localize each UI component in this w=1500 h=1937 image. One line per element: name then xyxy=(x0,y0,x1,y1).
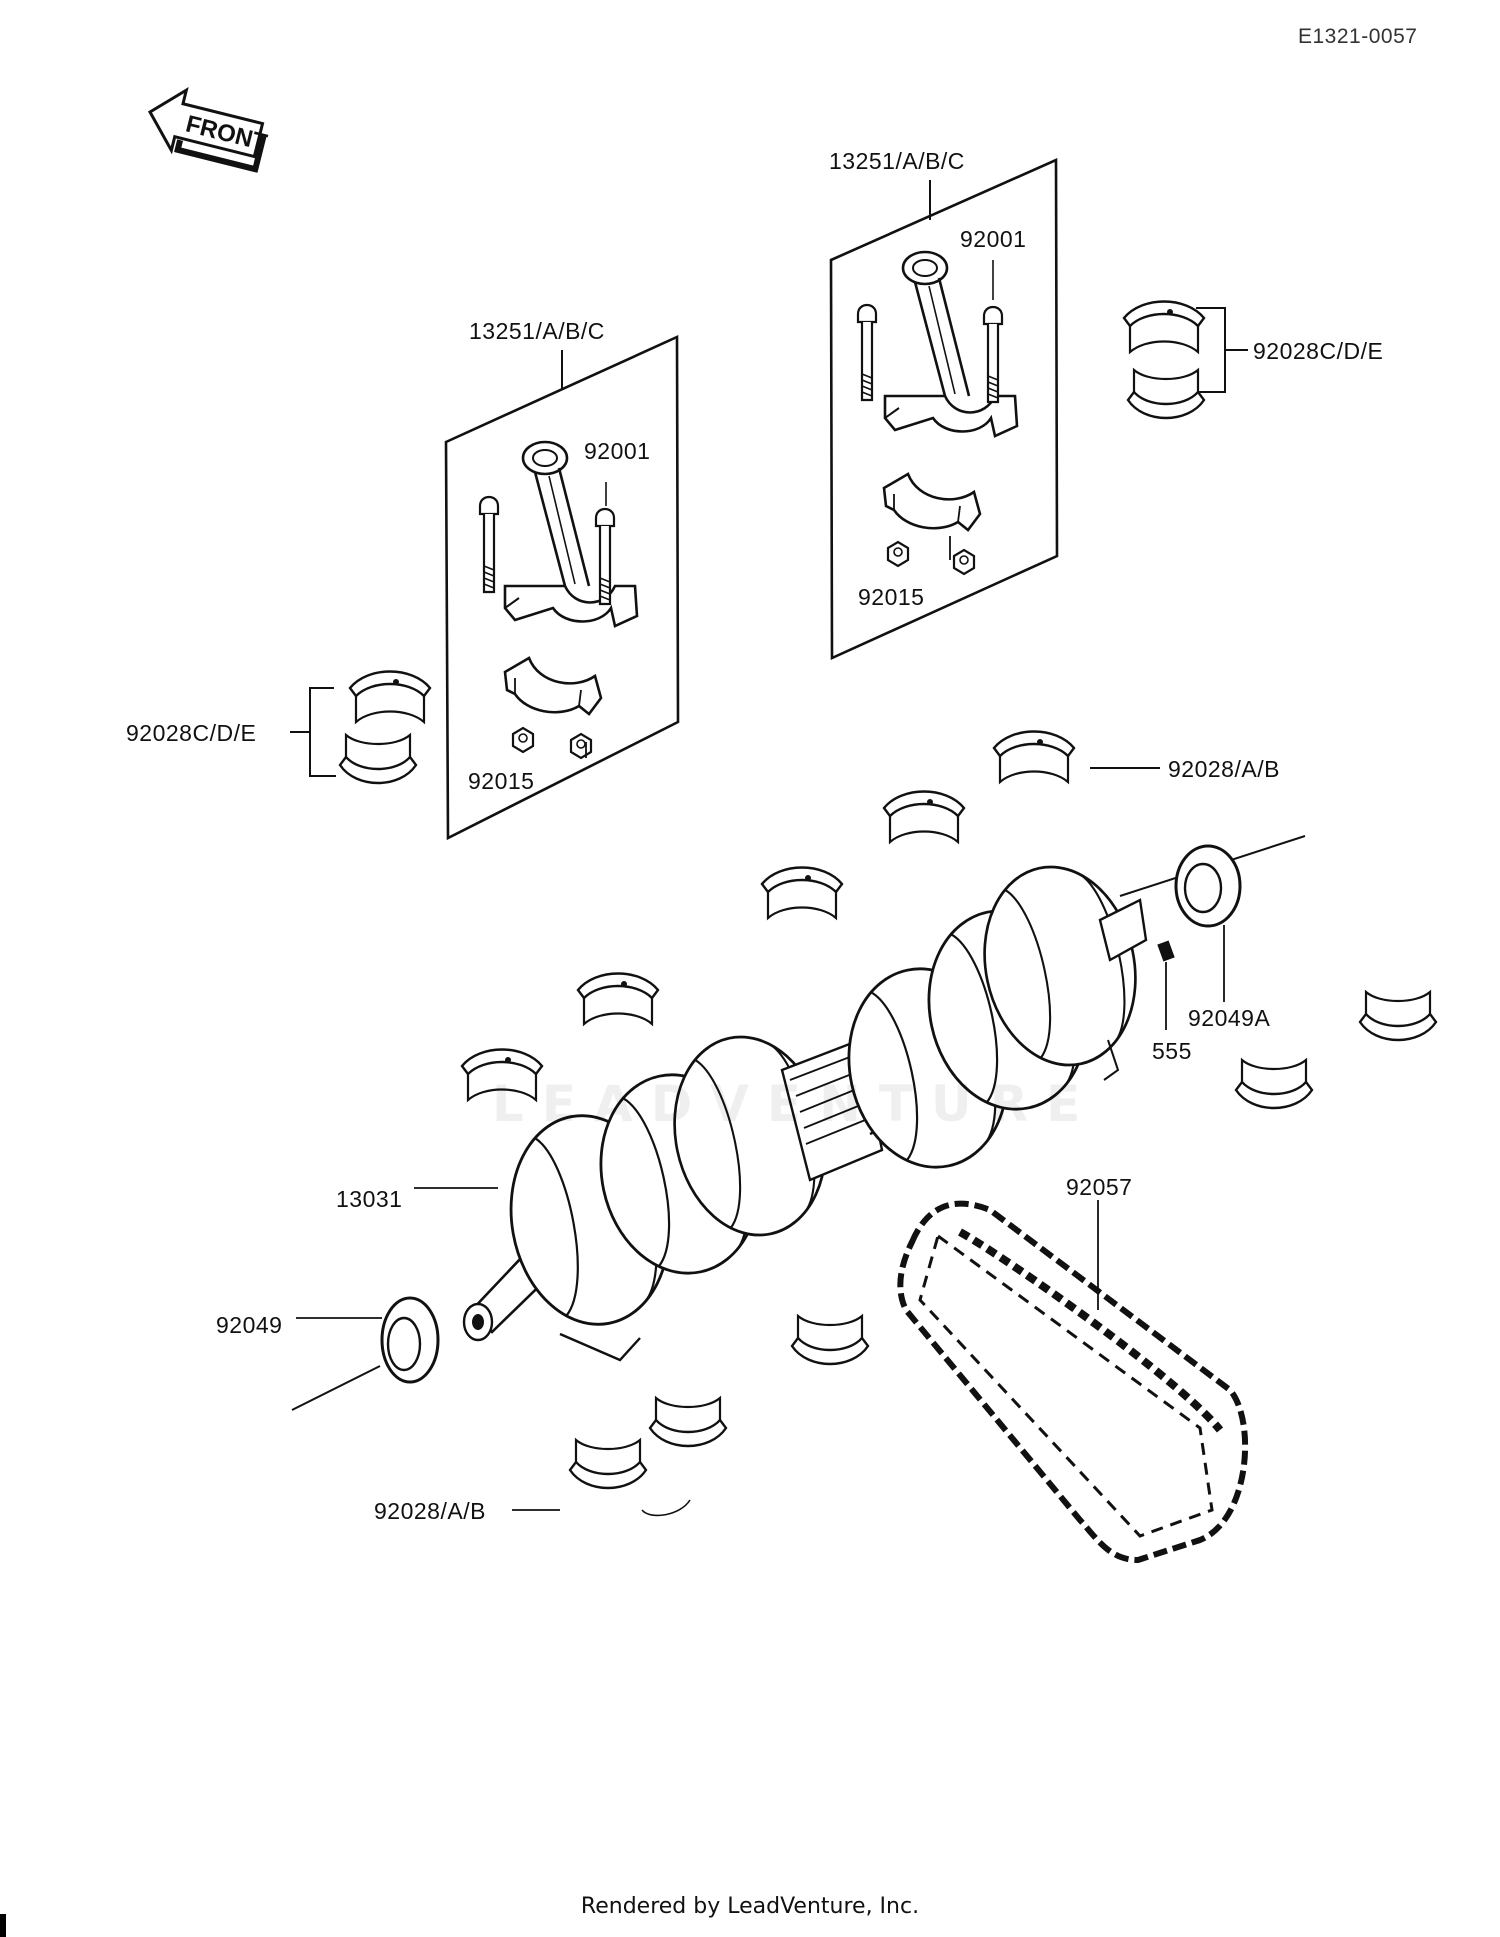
callout-rod-bearing-left[interactable]: 92028C/D/E xyxy=(126,720,257,746)
rod-bearing-set-right xyxy=(1122,300,1248,420)
main-bearing-lower-set xyxy=(568,990,1438,1517)
callout-bolt-right[interactable]: 92001 xyxy=(960,226,1027,252)
callout-conrod-right[interactable]: 13251/A/B/C xyxy=(829,148,965,174)
callout-main-bearing-upper[interactable]: 92028/A/B xyxy=(1168,756,1280,782)
callout-oil-seal-left[interactable]: 92049 xyxy=(216,1312,283,1338)
footer-credit: Rendered by LeadVenture, Inc. xyxy=(580,1894,920,1919)
callout-main-bearing-lower[interactable]: 92028/A/B xyxy=(374,1498,486,1524)
conrod-kit-panel-left xyxy=(444,334,680,841)
callout-leaders xyxy=(296,536,1225,1511)
rod-bearing-set-left xyxy=(290,670,432,785)
callout-crankshaft[interactable]: 13031 xyxy=(336,1186,403,1212)
front-arrow-icon: FRONT xyxy=(147,86,270,173)
edge-mark xyxy=(0,1914,6,1937)
watermark: LEADVENTURE xyxy=(492,1075,1099,1133)
callout-conrod-left[interactable]: 13251/A/B/C xyxy=(469,318,605,344)
callout-nut-right[interactable]: 92015 xyxy=(858,584,925,610)
callout-oil-seal-right[interactable]: 92049A xyxy=(1188,1005,1271,1031)
callout-pin[interactable]: 555 xyxy=(1152,1038,1192,1064)
drawing-code: E1321-0057 xyxy=(1298,25,1418,48)
locating-pin xyxy=(1157,940,1175,962)
timing-chain xyxy=(897,1200,1249,1564)
crankshaft xyxy=(291,835,1306,1411)
callout-chain[interactable]: 92057 xyxy=(1066,1174,1133,1200)
callout-nut-left[interactable]: 92015 xyxy=(468,768,535,794)
oil-seal-right xyxy=(1174,844,1242,928)
callout-rod-bearing-right[interactable]: 92028C/D/E xyxy=(1253,338,1384,364)
oil-seal-left xyxy=(380,1296,440,1384)
conrod-kit-panel-right xyxy=(829,158,1059,661)
callout-bolt-left[interactable]: 92001 xyxy=(584,438,651,464)
